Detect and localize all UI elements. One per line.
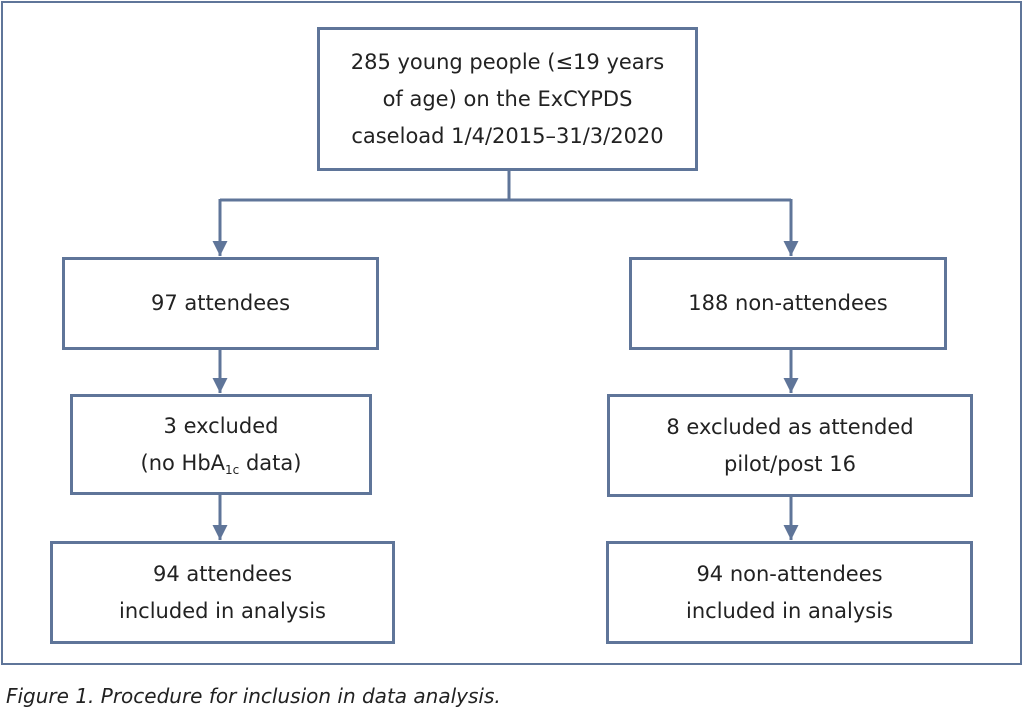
figure-caption: Figure 1. Procedure for inclusion in dat… (6, 684, 501, 708)
non-attendees-excluded-line-1: 8 excluded as attended (666, 414, 914, 439)
box-total-caseload: 285 young people (≤19 years of age) on t… (317, 27, 698, 171)
non-attendees-excluded-line-2: pilot/post 16 (724, 451, 856, 476)
hba1c-subscript: 1c (225, 462, 240, 477)
box-non-attendees-excluded: 8 excluded as attended pilot/post 16 (607, 394, 973, 497)
non-attendees-included-line-1: 94 non-attendees (696, 561, 883, 586)
total-caseload-line-2: of age) on the ExCYPDS (382, 86, 633, 111)
attendees-included-line-1: 94 attendees (152, 561, 293, 586)
attendees-label: 97 attendees (150, 291, 291, 315)
total-caseload-line-1: 285 young people (≤19 years (350, 49, 665, 74)
box-non-attendees-included: 94 non-attendees included in analysis (606, 541, 973, 644)
box-attendees: 97 attendees (62, 257, 379, 350)
non-attendees-included-line-2: included in analysis (686, 598, 893, 623)
attendees-excluded-reason-start: (no HbA (140, 450, 226, 475)
non-attendees-label: 188 non-attendees (688, 291, 888, 315)
attendees-excluded-reason-end: data) (239, 450, 302, 475)
box-non-attendees: 188 non-attendees (629, 257, 947, 350)
box-attendees-excluded: 3 excluded (no HbA1c data) (70, 394, 372, 495)
attendees-included-line-2: included in analysis (119, 598, 326, 623)
total-caseload-line-3: caseload 1/4/2015–31/3/2020 (351, 123, 664, 148)
attendees-excluded-line-2: (no HbA1c data) (141, 445, 302, 482)
box-attendees-included: 94 attendees included in analysis (50, 541, 395, 644)
attendees-excluded-line-1: 3 excluded (163, 413, 279, 438)
